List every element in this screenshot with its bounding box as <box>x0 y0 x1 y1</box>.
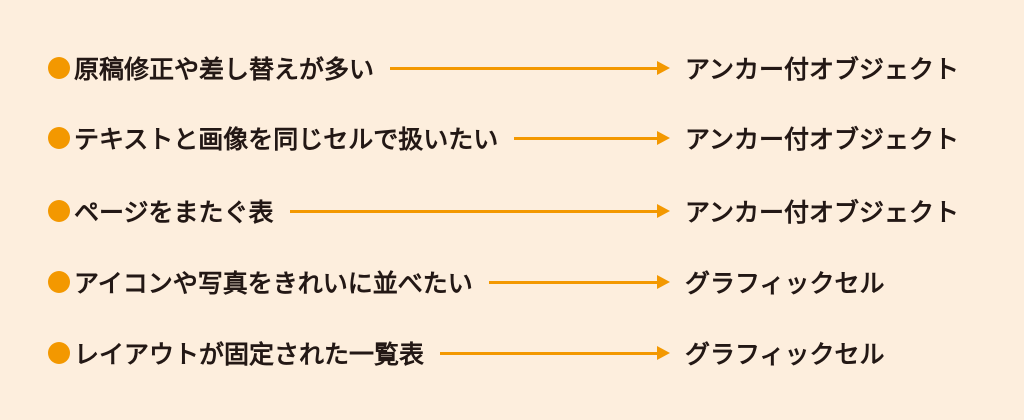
arrow-right-icon <box>440 346 670 360</box>
mapping-row: ページをまたぐ表 アンカー付オブジェクト <box>48 191 968 231</box>
mapping-row: テキストと画像を同じセルで扱いたい アンカー付オブジェクト <box>48 118 968 158</box>
need-label: 原稿修正や差し替えが多い <box>74 55 375 84</box>
arrow-right-icon <box>289 204 670 218</box>
need-label: テキストと画像を同じセルで扱いたい <box>74 125 499 154</box>
arrow-right-icon <box>488 275 670 289</box>
solution-label: アンカー付オブジェクト <box>685 198 960 227</box>
mapping-row: 原稿修正や差し替えが多い アンカー付オブジェクト <box>48 48 968 88</box>
arrow-right-icon <box>514 131 670 145</box>
solution-label: アンカー付オブジェクト <box>685 55 960 84</box>
solution-label: グラフィックセル <box>685 269 885 298</box>
bullet-icon <box>48 57 70 79</box>
mapping-row: アイコンや写真をきれいに並べたい グラフィックセル <box>48 262 968 302</box>
solution-label: グラフィックセル <box>685 340 885 369</box>
bullet-icon <box>48 127 70 149</box>
need-label: アイコンや写真をきれいに並べたい <box>74 269 473 298</box>
arrow-right-icon <box>390 61 670 75</box>
mapping-row: レイアウトが固定された一覧表 グラフィックセル <box>48 333 968 373</box>
solution-label: アンカー付オブジェクト <box>685 125 960 154</box>
bullet-icon <box>48 342 70 364</box>
need-label: レイアウトが固定された一覧表 <box>74 340 425 369</box>
bullet-icon <box>48 200 70 222</box>
bullet-icon <box>48 271 70 293</box>
need-label: ページをまたぐ表 <box>74 198 274 227</box>
